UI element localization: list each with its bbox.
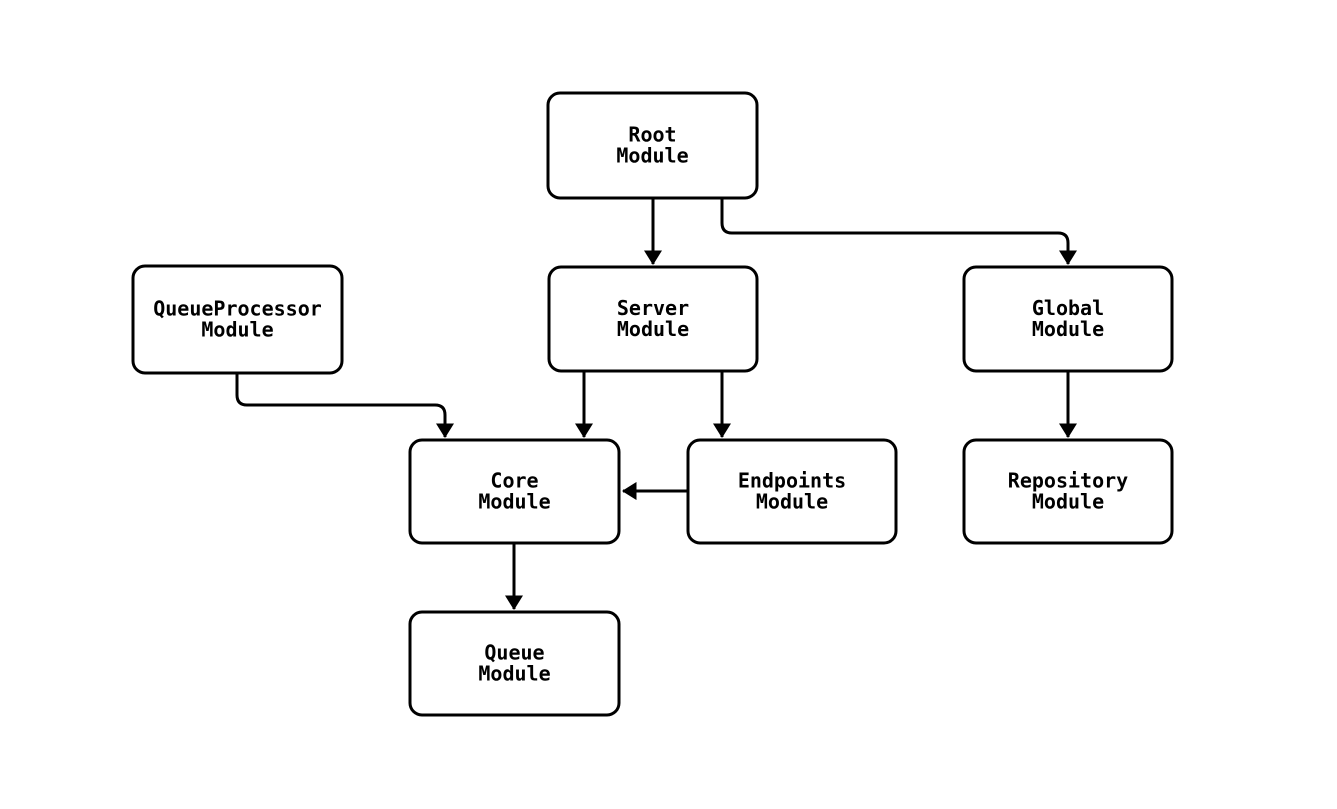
node-core-box <box>408 438 621 545</box>
node-global-box <box>962 265 1174 373</box>
edge-root-to-global <box>720 198 1077 265</box>
node-server-label-line-2: Module <box>617 317 689 341</box>
node-endpoints-label-line-2: Module <box>756 490 828 514</box>
node-root-label-line-2: Module <box>616 144 688 168</box>
edges-layer <box>235 198 1077 610</box>
node-queueprocessor-label-line-1: QueueProcessor <box>153 297 322 321</box>
node-repository-label-line-1: Repository <box>1008 469 1128 493</box>
node-server-box <box>547 265 759 373</box>
node-root-label-line-1: Root <box>628 123 676 147</box>
node-queue-box <box>408 610 621 717</box>
node-queue-label-line-2: Module <box>478 662 550 686</box>
node-global-label-line-1: Global <box>1032 296 1104 320</box>
node-root-box <box>546 91 759 200</box>
node-server-label-line-1: Server <box>617 296 689 320</box>
node-global-label-line-2: Module <box>1032 317 1104 341</box>
node-endpoints-box <box>686 438 898 545</box>
node-repository-box <box>962 438 1174 545</box>
node-repository-label-line-2: Module <box>1032 490 1104 514</box>
node-queueprocessor-box <box>131 264 344 375</box>
node-endpoints-label-line-1: Endpoints <box>738 469 846 493</box>
node-core-label-line-1: Core <box>490 469 538 493</box>
node-core-label-line-2: Module <box>478 490 550 514</box>
node-queueprocessor-label-line-2: Module <box>201 318 273 342</box>
edge-queueprocessor-to-core <box>235 373 454 438</box>
node-queue-label-line-1: Queue <box>484 641 544 665</box>
